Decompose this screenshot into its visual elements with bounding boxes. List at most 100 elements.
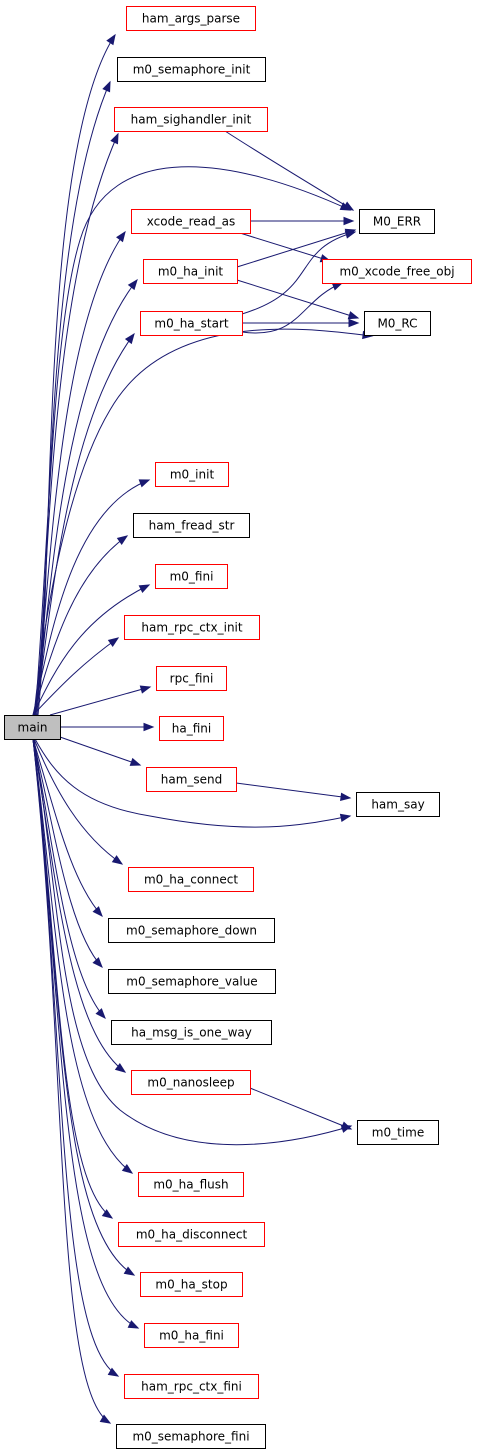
- node-label: m0_ha_start: [154, 317, 229, 331]
- node-ham-rpc-ctx-init[interactable]: ham_rpc_ctx_init: [124, 615, 260, 640]
- node-m0-semaphore-init[interactable]: m0_semaphore_init: [117, 57, 266, 82]
- edge-line: [34, 166, 351, 716]
- node-m0-ha-init[interactable]: m0_ha_init: [143, 259, 238, 284]
- arrowhead-icon: [138, 584, 151, 593]
- node-m0-err[interactable]: M0_ERR: [359, 209, 435, 234]
- node-label: ham_args_parse: [142, 12, 240, 26]
- arrowhead-icon: [129, 757, 142, 766]
- arrowhead-icon: [123, 1266, 136, 1276]
- node-m0-semaphore-fini[interactable]: m0_semaphore_fini: [116, 1424, 266, 1449]
- node-ham-fread-str[interactable]: ham_fread_str: [133, 513, 250, 538]
- node-box: [116, 1424, 266, 1449]
- edge-main-to-ham_send: [59, 736, 142, 766]
- edge-main-to-m0_ha_flush: [32, 738, 134, 1174]
- edge-line: [235, 782, 351, 799]
- node-m0-fini[interactable]: m0_fini: [155, 564, 228, 589]
- edge-main-to-m0_init: [32, 479, 151, 716]
- edge-main-to-ham_sighandler_init: [35, 132, 119, 716]
- edge-line: [32, 738, 103, 968]
- node-m0-xcode-free-obj[interactable]: m0_xcode_free_obj: [322, 259, 472, 284]
- node-box: [159, 716, 224, 741]
- edge-line: [32, 738, 106, 1019]
- node-box: [357, 1120, 439, 1145]
- node-main: main: [4, 715, 61, 740]
- node-label: ham_fread_str: [149, 519, 235, 533]
- node-m0-semaphore-down[interactable]: m0_semaphore_down: [108, 918, 275, 943]
- node-box: [156, 666, 227, 691]
- edge-main-to-ham_rpc_ctx_init: [32, 637, 120, 716]
- node-box: [356, 792, 440, 817]
- edge-m0_nanosleep-to-m0_time: [249, 1087, 353, 1130]
- arrowhead-icon: [110, 132, 119, 145]
- node-label: m0_ha_init: [158, 265, 224, 279]
- node-m0-ha-start[interactable]: m0_ha_start: [140, 311, 243, 336]
- node-m0-ha-stop[interactable]: m0_ha_stop: [140, 1272, 243, 1297]
- node-m0-time[interactable]: m0_time: [357, 1120, 439, 1145]
- node-box: [143, 259, 238, 284]
- node-label: ham_rpc_ctx_fini: [141, 1380, 242, 1394]
- node-box: [322, 259, 472, 284]
- node-box: [140, 311, 243, 336]
- node-ha-msg-is-one-way[interactable]: ha_msg_is_one_way: [111, 1020, 272, 1045]
- node-ham-args-parse[interactable]: ham_args_parse: [126, 6, 256, 31]
- arrowhead-icon: [127, 278, 138, 291]
- node-box: [117, 57, 266, 82]
- node-box: [138, 1172, 244, 1197]
- node-box: [140, 1272, 243, 1297]
- node-label: m0_fini: [170, 570, 214, 584]
- node-m0-semaphore-value[interactable]: m0_semaphore_value: [108, 969, 276, 994]
- edge-main-to-m0_ha_start: [34, 332, 135, 716]
- edge-line: [249, 1087, 352, 1130]
- arrowhead-icon: [339, 813, 352, 823]
- node-label: ha_msg_is_one_way: [131, 1026, 252, 1040]
- edge-line: [236, 229, 356, 268]
- node-ham-rpc-ctx-fini[interactable]: ham_rpc_ctx_fini: [124, 1374, 259, 1399]
- node-label: m0_semaphore_value: [126, 975, 257, 989]
- node-label: m0_ha_stop: [155, 1278, 227, 1292]
- node-label: m0_ha_connect: [144, 873, 238, 887]
- node-ham-say[interactable]: ham_say: [356, 792, 440, 817]
- node-ha-fini[interactable]: ha_fini: [159, 716, 224, 741]
- node-box: [146, 767, 237, 792]
- edge-line: [241, 231, 356, 315]
- node-m0-nanosleep[interactable]: m0_nanosleep: [131, 1070, 251, 1095]
- node-ham-sighandler-init[interactable]: ham_sighandler_init: [114, 107, 268, 132]
- node-label: m0_nanosleep: [147, 1076, 234, 1090]
- arrowhead-icon: [139, 685, 152, 694]
- node-xcode-read-as[interactable]: xcode_read_as: [131, 209, 251, 234]
- arrowhead-icon: [106, 33, 116, 46]
- arrowhead-icon: [95, 1008, 106, 1020]
- arrowhead-icon: [343, 216, 355, 226]
- arrowhead-icon: [347, 311, 360, 320]
- node-label: m0_init: [170, 468, 215, 482]
- node-rpc-fini[interactable]: rpc_fini: [156, 666, 227, 691]
- node-m0-rc[interactable]: M0_RC: [364, 311, 431, 336]
- node-m0-ha-fini[interactable]: m0_ha_fini: [144, 1323, 239, 1348]
- arrowhead-icon: [121, 1163, 134, 1174]
- edge-main-to-m0_ha_stop: [32, 738, 136, 1276]
- node-label: m0_ha_fini: [159, 1329, 224, 1343]
- node-label: m0_ha_disconnect: [136, 1228, 248, 1242]
- node-label: m0_semaphore_fini: [132, 1430, 249, 1444]
- node-m0-ha-flush[interactable]: m0_ha_flush: [138, 1172, 244, 1197]
- node-box: [111, 1020, 272, 1045]
- edge-main-to-m0_ha_connect: [33, 738, 124, 865]
- node-m0-init[interactable]: m0_init: [155, 462, 229, 487]
- edge-xcode_read_as-to-M0_ERR: [250, 216, 355, 226]
- node-ham-send[interactable]: ham_send: [146, 767, 237, 792]
- edge-line: [34, 738, 351, 828]
- edge-main-to-m0_semaphore_fini: [32, 738, 112, 1424]
- node-label: m0_time: [372, 1126, 424, 1140]
- edge-line: [32, 738, 111, 1424]
- node-box: [133, 513, 250, 538]
- arrowhead-icon: [138, 479, 151, 488]
- function-nodes: main ham_args_parse m0_semaphore_init ham_s…: [4, 6, 472, 1449]
- node-m0-ha-disconnect[interactable]: m0_ha_disconnect: [118, 1222, 265, 1247]
- arrowhead-icon: [116, 230, 126, 243]
- arrowhead-icon: [348, 318, 360, 328]
- node-label: m0_ha_flush: [153, 1178, 228, 1192]
- arrowhead-icon: [92, 906, 103, 918]
- node-m0-ha-connect[interactable]: m0_ha_connect: [128, 867, 254, 892]
- node-label: main: [18, 721, 48, 735]
- edge-line: [32, 479, 150, 716]
